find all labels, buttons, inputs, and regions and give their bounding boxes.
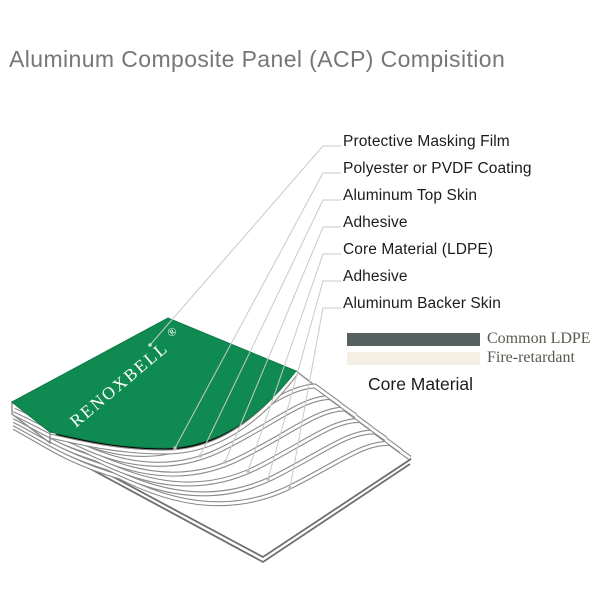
layer-label-aluminum-top-skin: Aluminum Top Skin xyxy=(343,187,478,204)
legend-swatch-common-ldpe xyxy=(347,333,480,346)
legend-label-fire-retardant: Fire-retardant xyxy=(487,349,575,366)
backer-sheet-front-edges xyxy=(47,441,412,559)
leader-dot-2 xyxy=(173,446,177,450)
backer-sheet-thickness-edge xyxy=(49,446,411,564)
layer-label-polyester-pvdf-coating: Polyester or PVDF Coating xyxy=(343,160,532,177)
layer-label-adhesive-lower: Adhesive xyxy=(343,268,408,285)
layer-label-adhesive-upper: Adhesive xyxy=(343,214,408,231)
page-title: Aluminum Composite Panel (ACP) Compisiti… xyxy=(9,46,506,72)
leader-dot-4 xyxy=(223,460,227,464)
top-panel-surface xyxy=(11,317,297,449)
leader-dot-7 xyxy=(288,486,292,490)
leader-line-6 xyxy=(267,280,341,480)
leader-line-2 xyxy=(174,172,341,449)
leader-lines xyxy=(148,145,341,490)
layer-label-core-material: Core Material (LDPE) xyxy=(343,241,494,258)
leader-line-5 xyxy=(247,253,341,472)
leader-dot-3 xyxy=(198,454,202,458)
layer-label-protective-masking-film: Protective Masking Film xyxy=(343,133,510,150)
layer-label-aluminum-backer-skin: Aluminum Backer Skin xyxy=(343,295,501,312)
leader-dot-6 xyxy=(266,477,270,481)
legend-caption-core-material: Core Material xyxy=(368,374,474,394)
leader-dot-1 xyxy=(148,343,152,347)
leader-line-1 xyxy=(149,145,341,346)
leader-line-3 xyxy=(199,199,341,457)
legend-label-common-ldpe: Common LDPE xyxy=(487,330,591,347)
leader-line-4 xyxy=(224,226,341,463)
leader-dot-5 xyxy=(246,469,250,473)
leader-line-7 xyxy=(289,307,341,489)
legend-swatch-fire-retardant xyxy=(347,352,480,365)
